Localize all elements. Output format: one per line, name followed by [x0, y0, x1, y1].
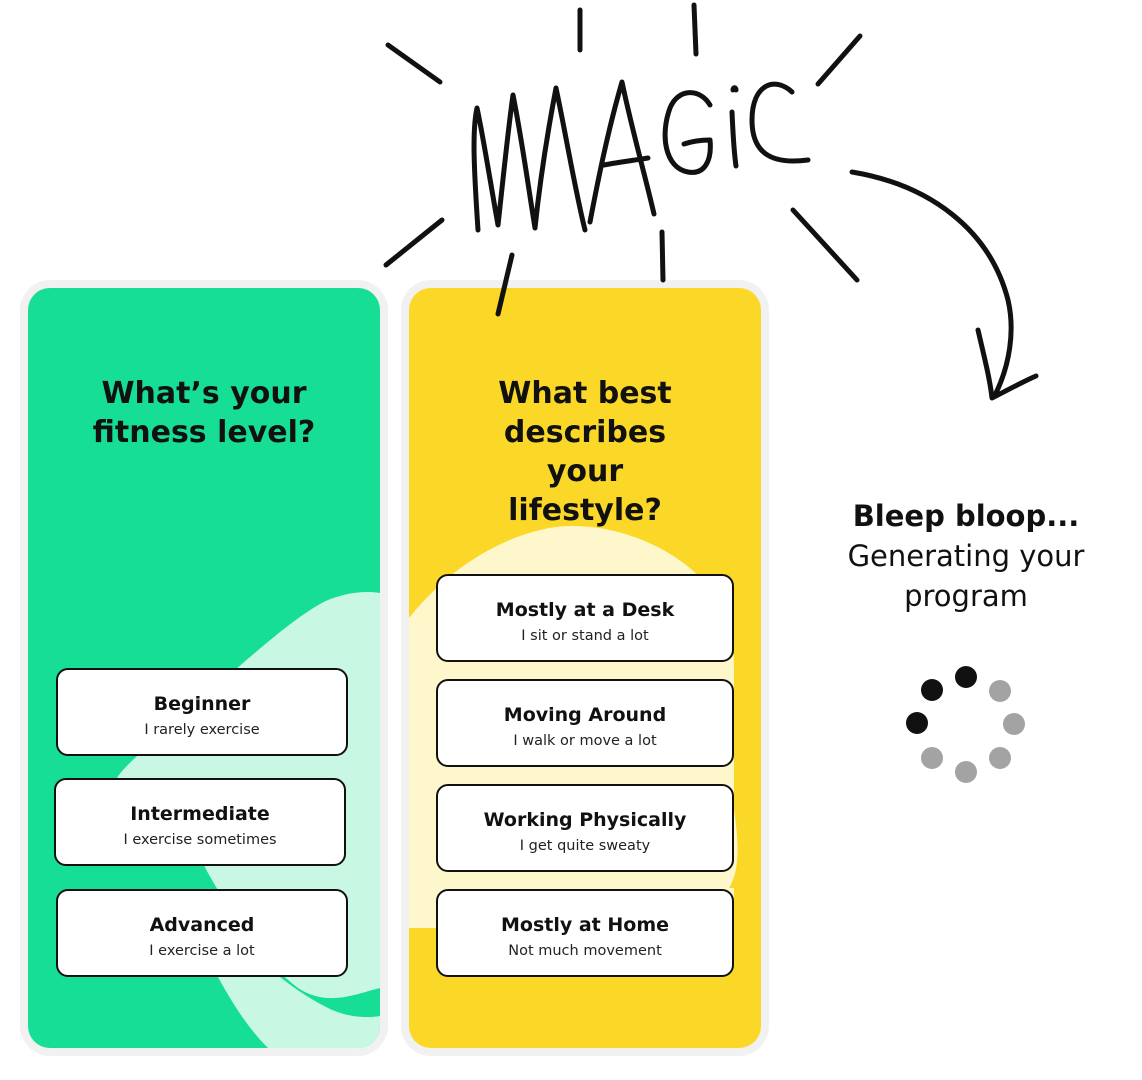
- loading-spinner-icon: [906, 666, 1025, 783]
- option-title: Mostly at a Desk: [495, 599, 675, 621]
- option-title: Working Physically: [483, 809, 687, 831]
- lifestyle-card: What best describes your lifestyle? Most…: [409, 288, 761, 1048]
- option-title: Moving Around: [503, 704, 667, 726]
- loading-heading: Bleep bloop...: [852, 499, 1080, 533]
- option-subtitle: I exercise a lot: [149, 943, 255, 959]
- option-title: Beginner: [153, 693, 251, 715]
- option-mostly-at-desk[interactable]: Mostly at a Desk I sit or stand a lot: [436, 574, 734, 662]
- option-title: Advanced: [149, 914, 255, 936]
- magic-word-drawing: [471, 79, 811, 233]
- option-title: Mostly at Home: [500, 914, 670, 936]
- magic-rays: [383, 2, 863, 317]
- option-working-physically[interactable]: Working Physically I get quite sweaty: [436, 784, 734, 872]
- option-subtitle: I sit or stand a lot: [521, 628, 649, 644]
- option-subtitle: I rarely exercise: [144, 722, 260, 738]
- fitness-level-card: What’s your fitness level? Beginner I ra…: [28, 288, 380, 1048]
- option-subtitle: I walk or move a lot: [513, 733, 657, 749]
- loading-message: Bleep bloop... Generating your program: [800, 496, 1132, 616]
- option-subtitle: I exercise sometimes: [123, 832, 277, 848]
- curved-arrow-icon: [849, 169, 1039, 401]
- option-subtitle: I get quite sweaty: [519, 838, 651, 854]
- option-subtitle: Not much movement: [508, 943, 662, 959]
- fitness-question-title: What’s your fitness level?: [92, 376, 316, 450]
- option-advanced[interactable]: Advanced I exercise a lot: [56, 889, 348, 977]
- lifestyle-question-title: What best describes your lifestyle?: [498, 376, 672, 528]
- option-mostly-at-home[interactable]: Mostly at Home Not much movement: [436, 889, 734, 977]
- option-title: Intermediate: [130, 803, 270, 825]
- option-beginner[interactable]: Beginner I rarely exercise: [56, 668, 348, 756]
- option-intermediate[interactable]: Intermediate I exercise sometimes: [54, 778, 346, 866]
- loading-text: Generating your program: [847, 539, 1085, 613]
- option-moving-around[interactable]: Moving Around I walk or move a lot: [436, 679, 734, 767]
